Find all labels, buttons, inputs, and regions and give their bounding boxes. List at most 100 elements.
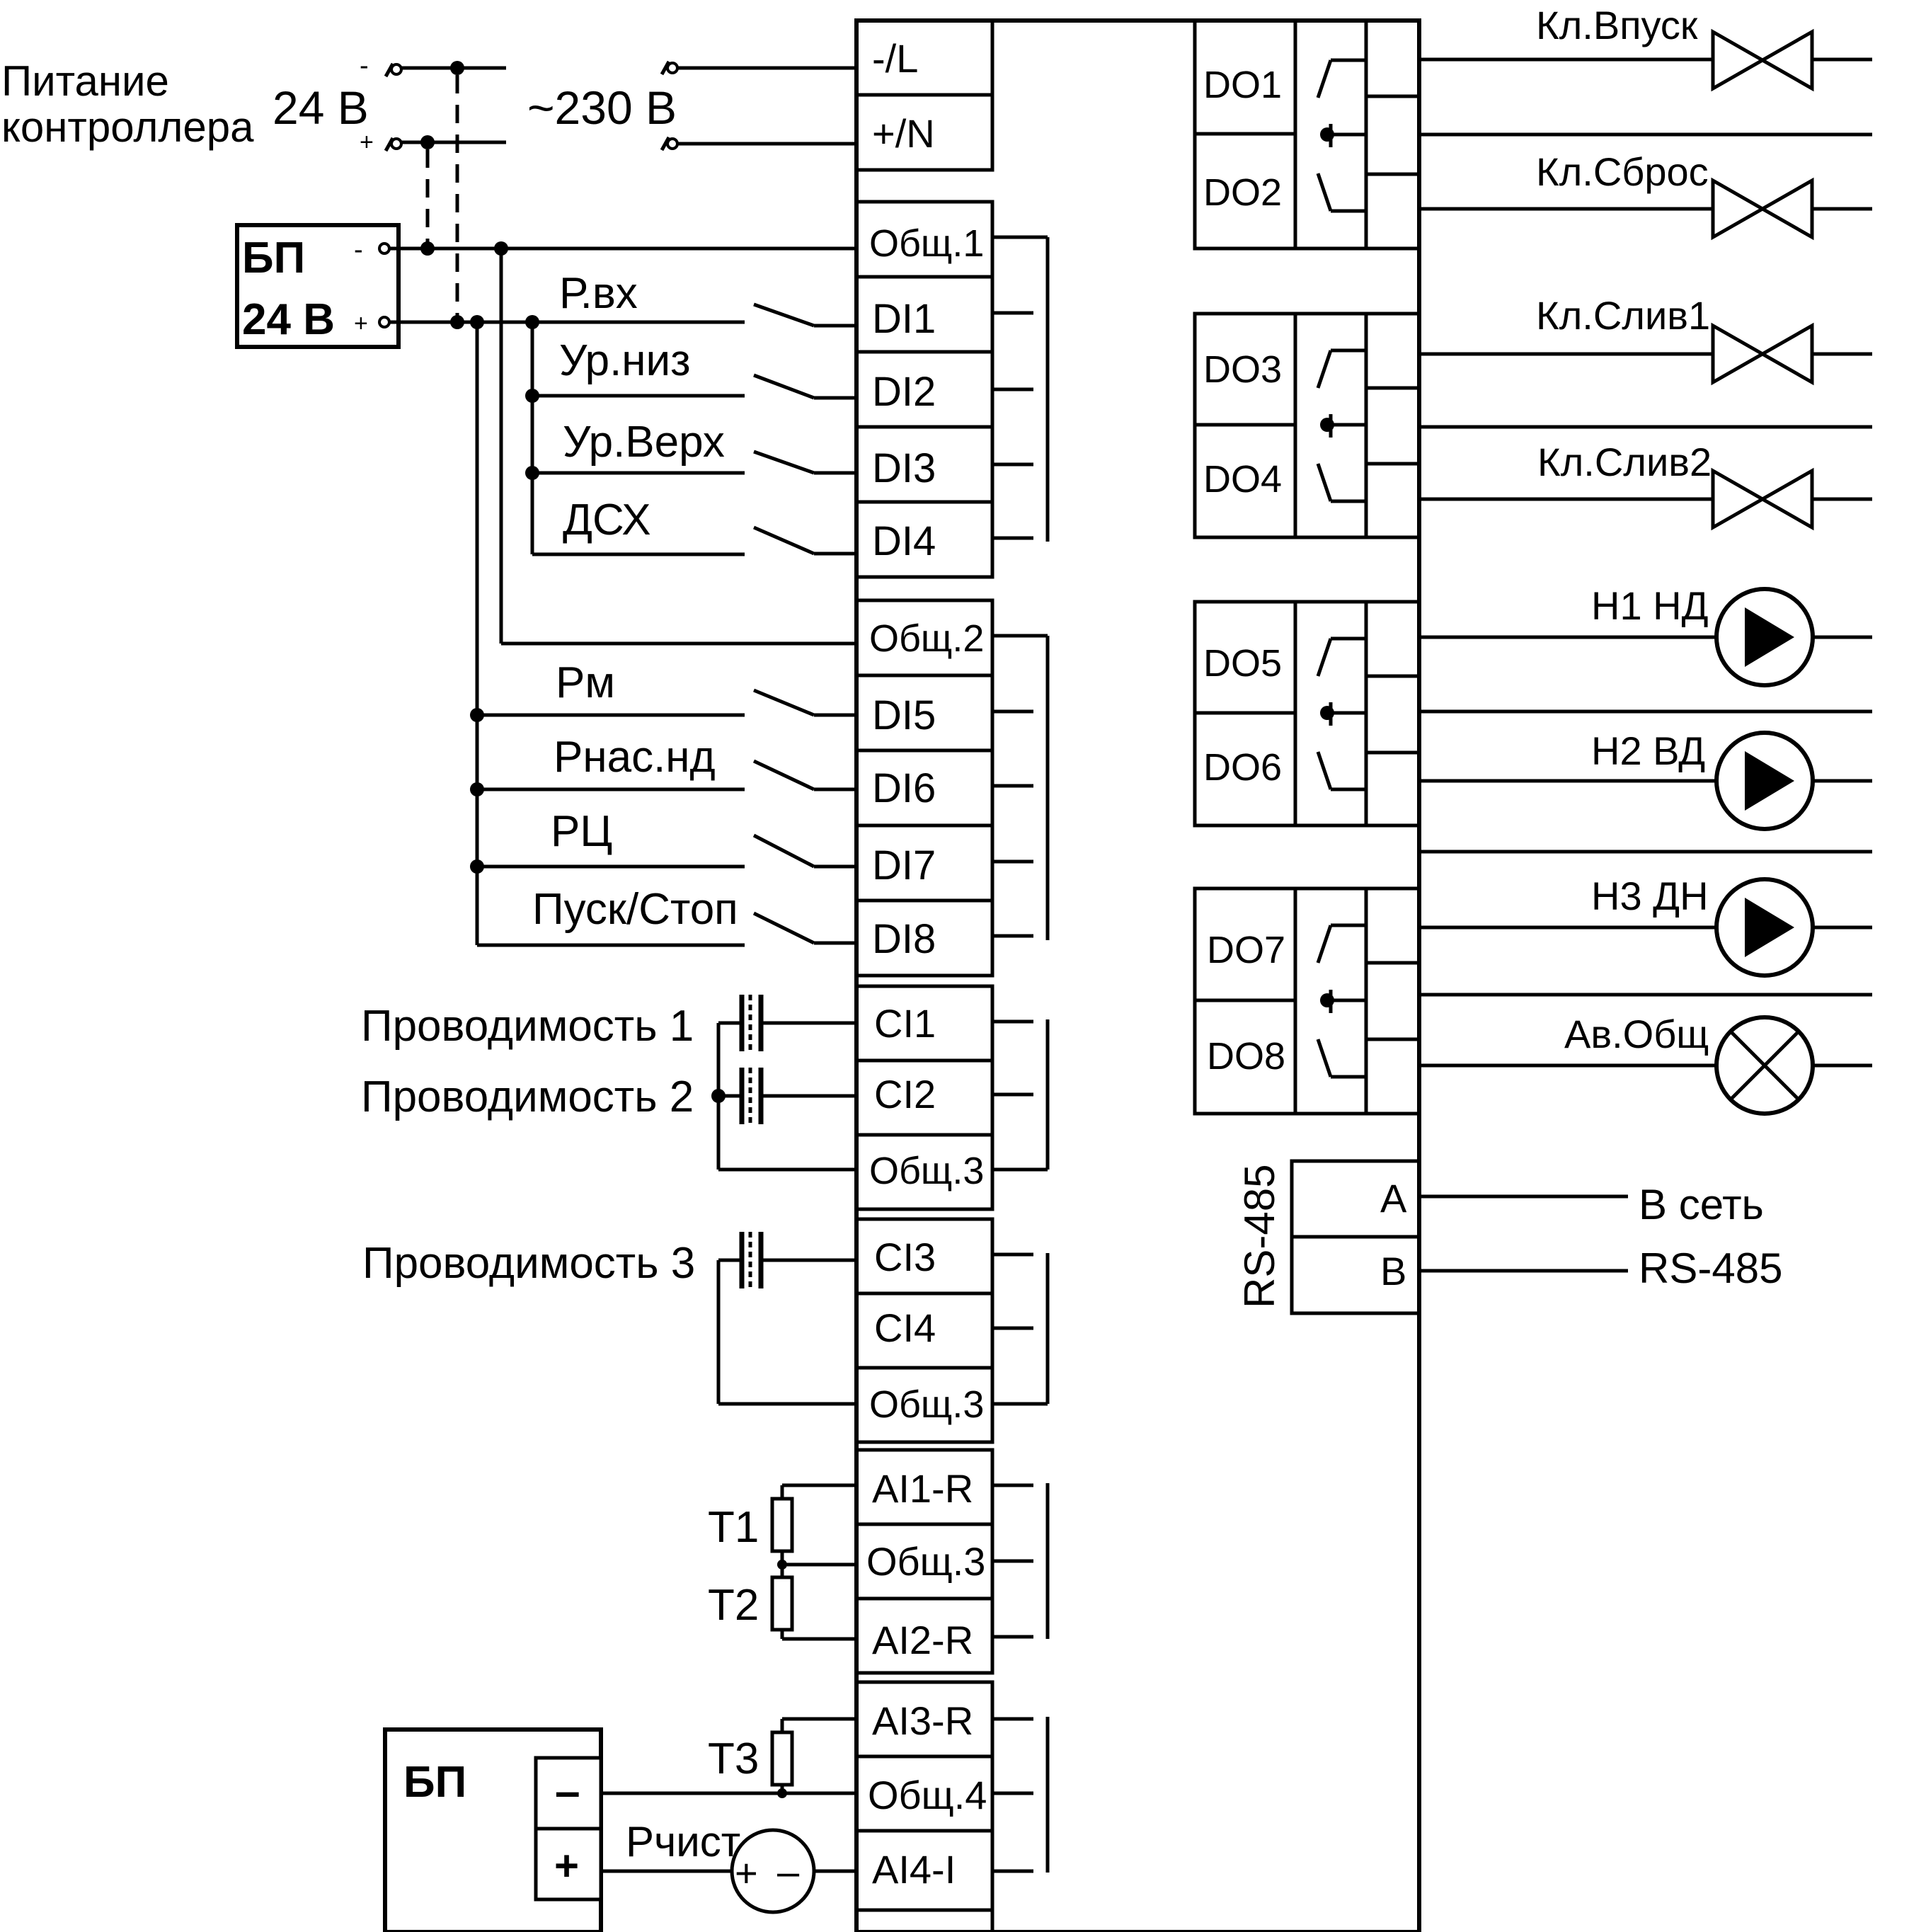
pressure-sensor-plus: + [735, 1851, 758, 1895]
power-24v-plus: + [360, 129, 374, 156]
pump-2: Н2 ВД [1591, 728, 1815, 831]
terminal-ai1-r: AI1-R [872, 1466, 973, 1511]
rs485-network-label-1: В сеть [1639, 1181, 1764, 1228]
valve-inlet-label: Кл.Впуск [1536, 3, 1698, 47]
pressure-sensor-label: Рчист [626, 1818, 740, 1865]
terminal-di3: DI3 [872, 445, 936, 491]
output-do8: DO8 [1207, 1035, 1285, 1078]
rs485-terminal-a: A [1380, 1176, 1407, 1221]
terminal-ci1: CI1 [874, 1001, 936, 1046]
valve-drain-1-label: Кл.Слив1 [1536, 293, 1710, 338]
terminal-di4: DI4 [872, 518, 936, 564]
psu-24v-voltage: 24 В [242, 295, 335, 344]
temperature-sensors: Т1 Т2 Т3 [708, 1483, 856, 1798]
terminal-di7: DI7 [872, 842, 936, 888]
relay-block-3: DO5 DO6 [1193, 600, 1421, 828]
sensor-pm: Рм [556, 658, 615, 707]
conductivity-sensors: Проводимость 1 Проводимость 2 Проводимос… [361, 995, 856, 1406]
terminal-com3-a: Общ.3 [869, 1150, 984, 1192]
terminal-block-power: -/L +/N [854, 18, 994, 172]
terminal-com2: Общ.2 [869, 617, 984, 660]
alarm-lamp: Ав.Общ [1564, 1012, 1815, 1116]
terminal-L: -/L [872, 36, 918, 81]
pump-3-label: Н3 ДН [1591, 874, 1709, 918]
psu-24v-minus: - [354, 235, 363, 265]
terminal-N: +/N [872, 111, 935, 156]
power-24v-label: 24 В [273, 81, 369, 134]
terminal-ci3: CI3 [874, 1235, 936, 1279]
terminal-block-ci2: CI3 CI4 Общ.3 [854, 1217, 994, 1444]
sensor-dry-run: ДСХ [563, 496, 651, 544]
psu-2-minus: – [555, 1766, 580, 1817]
sensor-level-high: Ур.Верх [563, 418, 725, 467]
output-do6: DO6 [1203, 746, 1282, 789]
power-title-line1: Питание [1, 57, 169, 105]
pump-1: Н1 НД [1591, 583, 1815, 687]
relay-block-4: DO7 DO8 [1193, 886, 1421, 1116]
valve-drain-2-label: Кл.Слив2 [1537, 440, 1712, 484]
sensor-start-stop: Пуск/Стоп [532, 885, 738, 934]
alarm-lamp-label: Ав.Общ [1564, 1012, 1709, 1056]
terminal-di5: DI5 [872, 692, 936, 738]
sensor-pump-lp: Рнас.нд [554, 733, 716, 782]
terminal-block-ai1: AI1-R Общ.3 AI2-R [854, 1448, 994, 1675]
terminal-di1: DI1 [872, 296, 936, 342]
terminal-ai4-i: AI4-I [872, 1847, 956, 1892]
valve-reset: Кл.Сброс [1536, 149, 1814, 241]
pressure-sensor-minus: – [777, 1849, 800, 1894]
terminal-di8: DI8 [872, 916, 936, 962]
internal-rails-left [992, 235, 1050, 1873]
temp-t2: Т2 [708, 1581, 759, 1630]
valve-drain-1: Кл.Слив1 [1536, 293, 1814, 386]
rs485-vertical-label: RS-485 [1236, 1165, 1283, 1308]
terminal-block-ci1: CI1 CI2 Общ.3 [854, 984, 994, 1211]
output-do5: DO5 [1203, 642, 1282, 685]
output-do7: DO7 [1207, 929, 1285, 971]
valve-inlet: Кл.Впуск [1536, 3, 1814, 92]
terminal-block-ai2: AI3-R Общ.4 AI4-I [854, 1680, 994, 1932]
relay-block-2: DO3 DO4 [1193, 311, 1421, 539]
terminal-block-di2: Общ.2 DI5 DI6 DI7 DI8 [854, 598, 994, 978]
valve-drain-2: Кл.Слив2 [1537, 440, 1814, 531]
output-do3: DO3 [1203, 348, 1282, 391]
di-sensors-group1: Р.вх Ур.низ Ур.Верх ДСХ [525, 269, 856, 556]
terminal-ai2-r: AI2-R [872, 1618, 973, 1662]
temp-t3: Т3 [708, 1734, 759, 1783]
terminal-ai3-r: AI3-R [872, 1698, 973, 1743]
psu-24v-plus: + [354, 310, 368, 337]
output-do1: DO1 [1203, 64, 1282, 106]
rs485-terminal-b: B [1380, 1249, 1406, 1293]
pump-3: Н3 ДН [1591, 874, 1815, 978]
terminal-ci4: CI4 [874, 1305, 936, 1350]
pump-2-label: Н2 ВД [1591, 728, 1705, 773]
controller-power-block: Питание контроллера 24 В - + ~230 В [1, 51, 856, 322]
sensor-level-low: Ур.низ [559, 336, 691, 385]
conductivity-2: Проводимость 2 [361, 1073, 694, 1121]
terminal-com3-b: Общ.3 [869, 1383, 984, 1426]
sensor-p-in: Р.вх [559, 269, 638, 318]
psu-2: БП – + [383, 1727, 856, 1932]
rs485-block: RS-485 A B В сеть RS-485 [1236, 1159, 1782, 1315]
power-24v-minus: - [360, 51, 369, 81]
conductivity-3: Проводимость 3 [362, 1239, 695, 1288]
terminal-di2: DI2 [872, 369, 936, 415]
terminal-ci2: CI2 [874, 1072, 936, 1116]
terminal-com4: Общ.4 [868, 1773, 987, 1817]
output-do4: DO4 [1203, 458, 1282, 501]
rs485-network-label-2: RS-485 [1639, 1245, 1782, 1292]
psu-2-title: БП [403, 1758, 466, 1807]
terminal-di6: DI6 [872, 765, 936, 811]
terminal-com3-c: Общ.3 [866, 1539, 985, 1584]
terminal-com1: Общ.1 [869, 222, 984, 265]
sensor-rc: РЦ [551, 807, 612, 856]
output-do2: DO2 [1203, 171, 1282, 214]
psu-24v-title: БП [242, 234, 305, 282]
psu-24v: БП 24 В - + [235, 223, 401, 349]
temp-t1: Т1 [708, 1503, 759, 1552]
terminal-block-di1: Общ.1 DI1 DI2 DI3 DI4 [854, 200, 994, 579]
power-title-line2: контроллера [1, 103, 254, 151]
output-wires [1419, 57, 1872, 1068]
di-sensors-group2: Рм Рнас.нд РЦ Пуск/Стоп [470, 658, 856, 947]
valve-reset-label: Кл.Сброс [1536, 149, 1709, 194]
